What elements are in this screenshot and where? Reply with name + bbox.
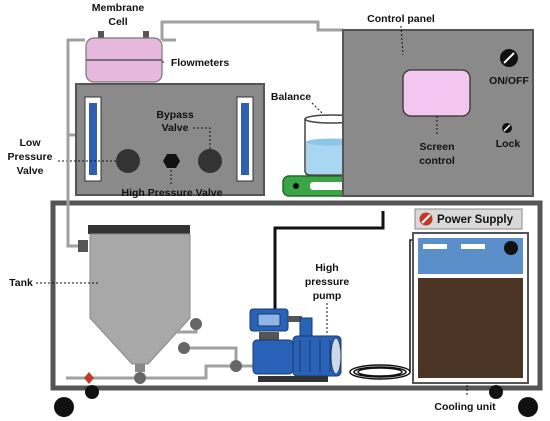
- on-off-label: ON/OFF: [489, 75, 529, 87]
- power-prohibited-icon: [419, 212, 433, 226]
- balance-label: Balance: [271, 91, 311, 103]
- tank-label: Tank: [9, 277, 33, 289]
- bypass-valve-label-2: Valve: [162, 122, 189, 134]
- low-pressure-valve-label-2: Pressure: [8, 151, 53, 163]
- pump-label-2: pressure: [305, 276, 350, 288]
- on-off-knob-icon: [500, 49, 518, 67]
- control-panel-label: Control panel: [367, 13, 435, 25]
- high-pressure-pump: [249, 211, 385, 382]
- bypass-valve-knob: [198, 149, 222, 173]
- screen: [402, 69, 471, 117]
- bypass-valve-label-1: Bypass: [156, 109, 194, 121]
- flowmeter-panel: [75, 83, 265, 196]
- screen-control-label-2: control: [419, 155, 455, 167]
- membrane-cell-label-2: Cell: [108, 16, 127, 28]
- membrane-cell: [85, 31, 163, 83]
- high-pressure-valve-label: High Pressure Valve: [122, 187, 223, 199]
- low-pressure-valve-label-3: Valve: [17, 165, 44, 177]
- power-supply-label: Power Supply: [437, 214, 514, 226]
- pipe-joints: [134, 318, 242, 384]
- power-supply-badge: Power Supply: [414, 208, 523, 230]
- cooling-unit-label: Cooling unit: [434, 401, 496, 413]
- screen-control-label-1: Screen: [419, 141, 454, 153]
- pump-label-3: pump: [313, 290, 342, 302]
- low-pressure-valve-label-1: Low: [20, 137, 42, 149]
- pump-label-1: High: [315, 262, 338, 274]
- drain-valve-icon: [84, 372, 94, 384]
- lock-knob-icon: [502, 123, 512, 133]
- membrane-cell-label-1: Membrane: [92, 2, 145, 14]
- lock-label: Lock: [496, 138, 521, 150]
- tank: [66, 135, 191, 372]
- flowmeters-label: Flowmeters: [171, 57, 230, 69]
- high-pressure-valve-knob: [163, 154, 180, 168]
- low-pressure-valve-knob: [116, 149, 140, 173]
- cooling-unit: [412, 232, 529, 384]
- control-panel: [342, 29, 534, 197]
